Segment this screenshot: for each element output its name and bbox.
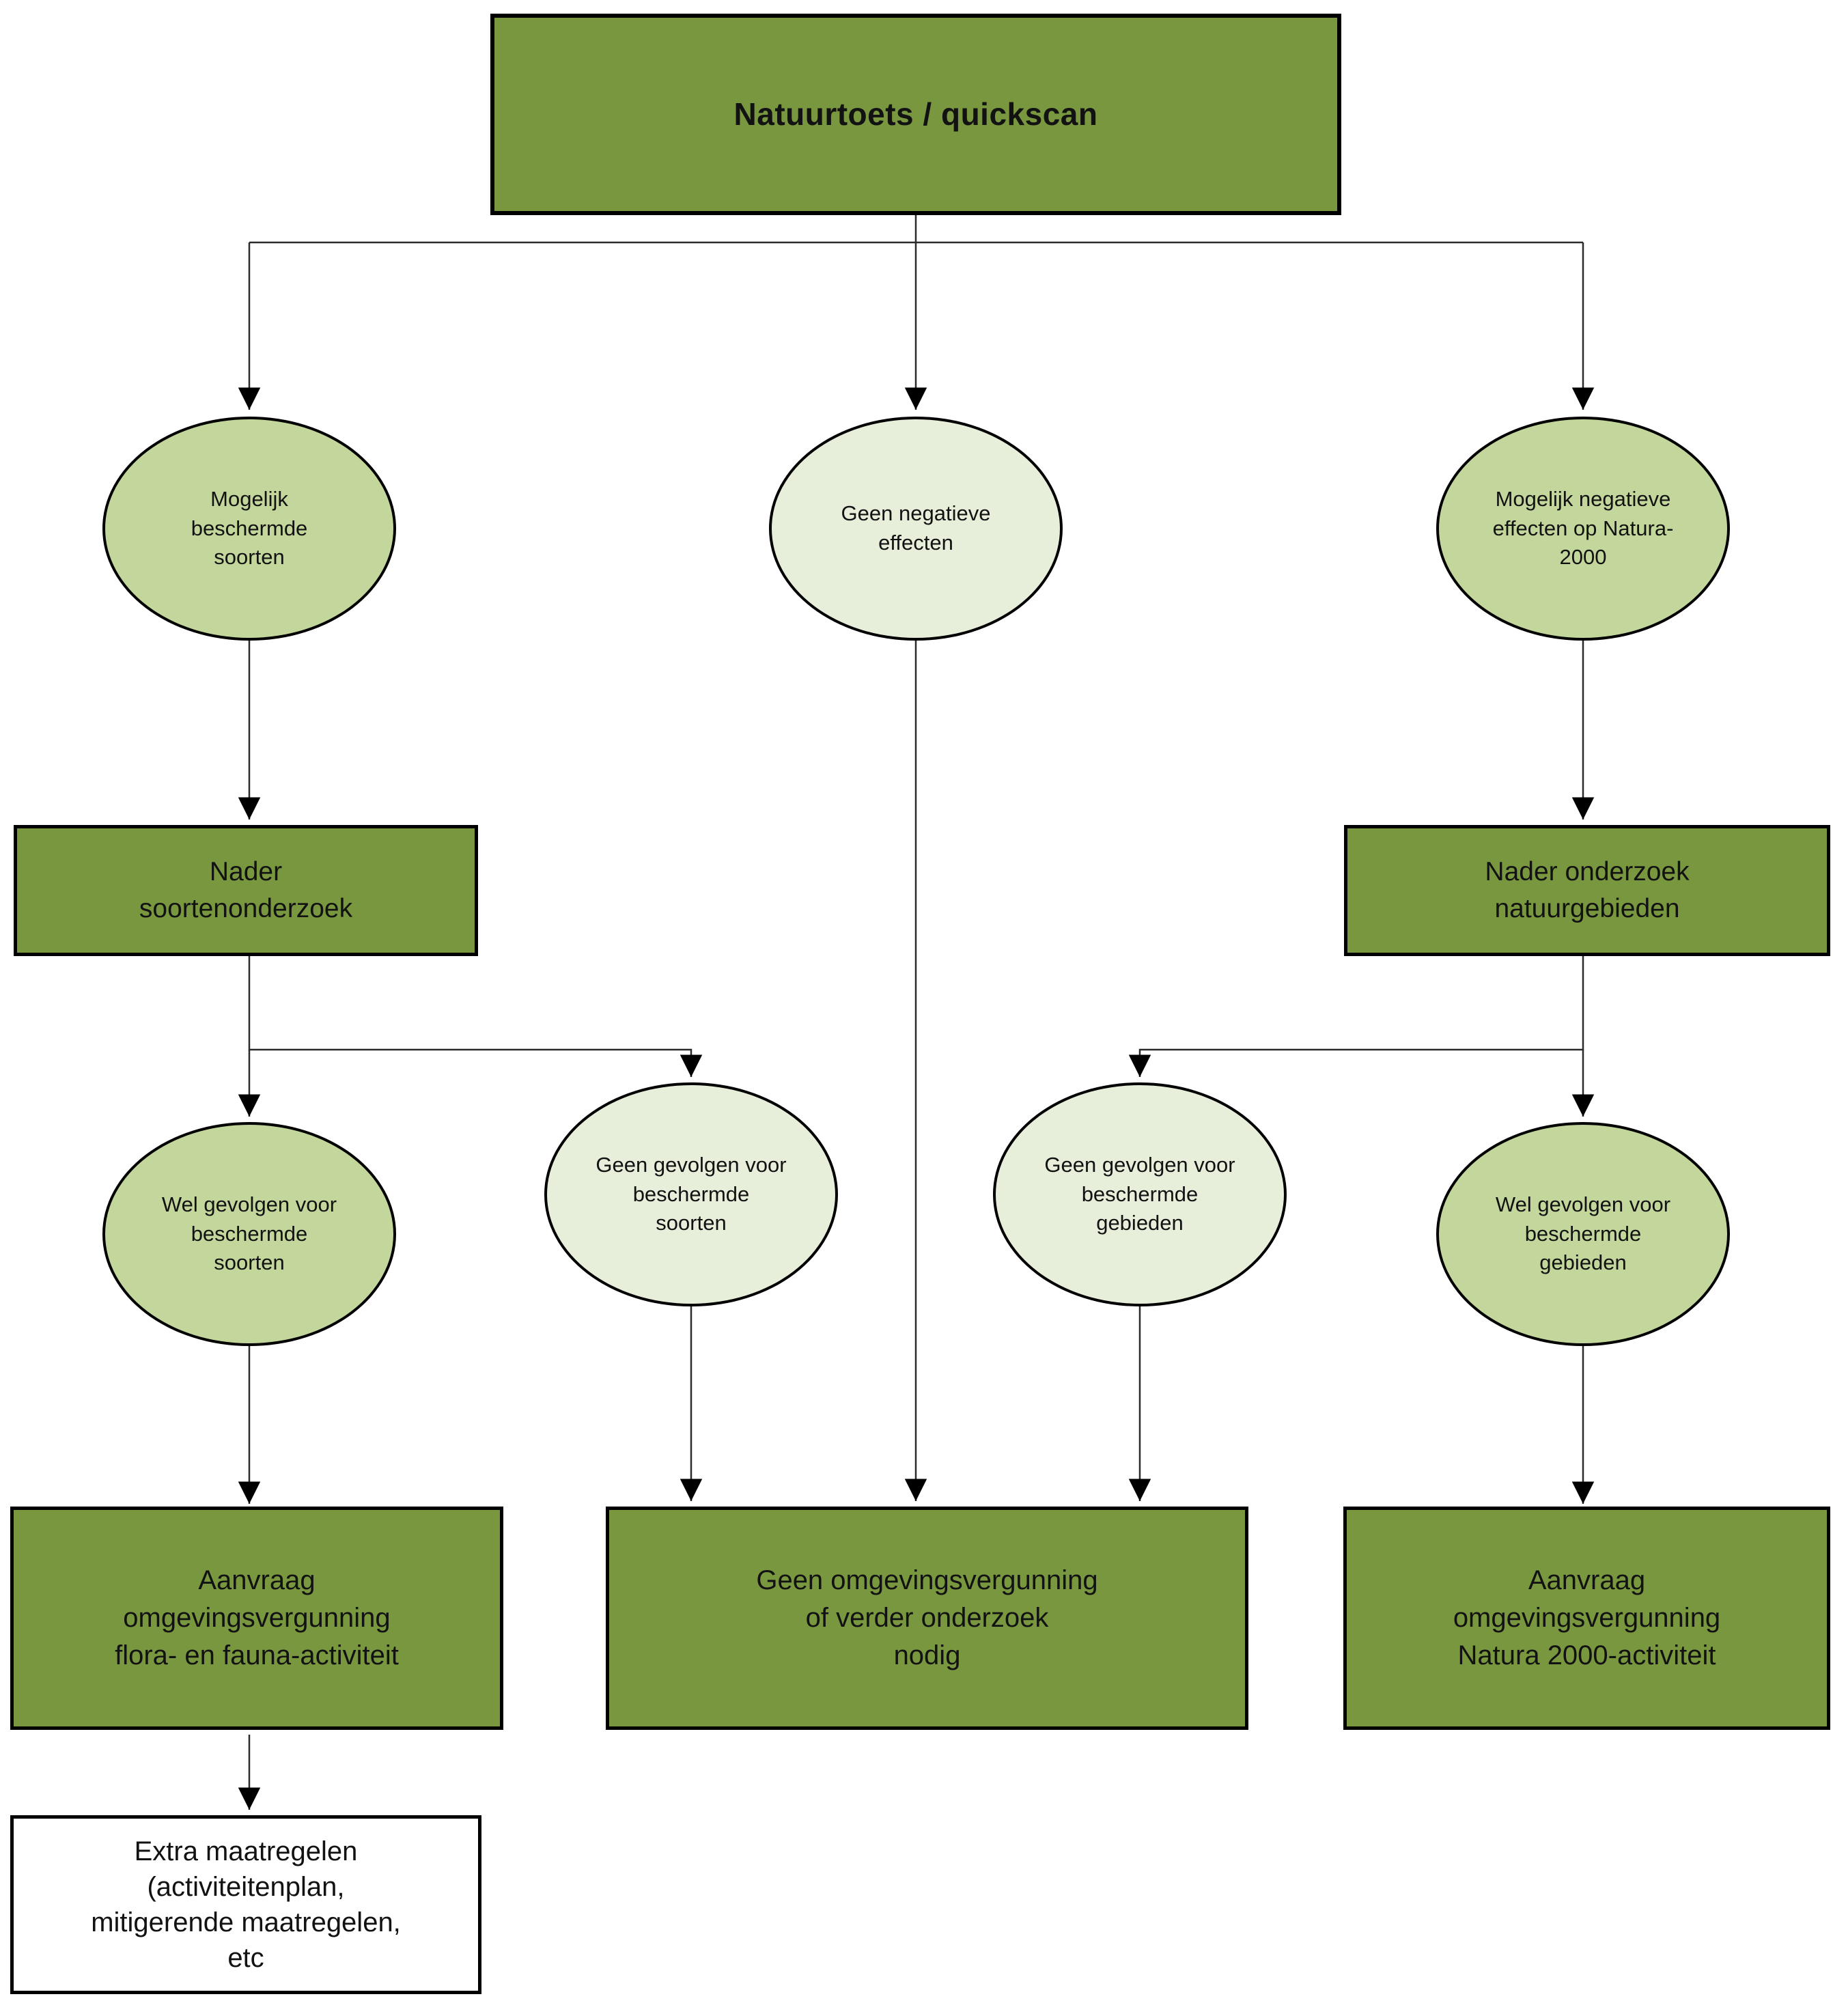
node-natuurtoets-quickscan: Natuurtoets / quickscan [490,14,1341,215]
connector-branch-to-geen-gevolgen-gebieden [1128,956,1584,1077]
node-mogelijk-negatieve-effecten-natura2000: Mogelijk negatieve effecten op Natura- 2… [1436,417,1730,641]
node-wel-gevolgen-beschermde-gebieden: Wel gevolgen voor beschermde gebieden [1436,1122,1730,1346]
node-mogelijk-beschermde-soorten: Mogelijk beschermde soorten [102,417,396,641]
node-geen-negatieve-effecten: Geen negatieve effecten [769,417,1063,641]
node-aanvraag-omgevingsvergunning-natura2000: Aanvraag omgevingsvergunning Natura 2000… [1343,1507,1830,1730]
node-geen-gevolgen-beschermde-gebieden: Geen gevolgen voor beschermde gebieden [993,1082,1287,1306]
node-nader-onderzoek-natuurgebieden: Nader onderzoek natuurgebieden [1344,825,1830,956]
node-aanvraag-omgevingsvergunning-flora-fauna: Aanvraag omgevingsvergunning flora- en f… [10,1507,503,1730]
connector-branch-to-geen-gevolgen-soorten [248,956,703,1077]
node-geen-gevolgen-beschermde-soorten: Geen gevolgen voor beschermde soorten [544,1082,838,1306]
node-wel-gevolgen-beschermde-soorten: Wel gevolgen voor beschermde soorten [102,1122,396,1346]
node-nader-soortenonderzoek: Nader soortenonderzoek [14,825,478,956]
node-extra-maatregelen: Extra maatregelen (activiteitenplan, mit… [10,1815,481,1994]
node-geen-omgevingsvergunning-nodig: Geen omgevingsvergunning of verder onder… [606,1507,1248,1730]
